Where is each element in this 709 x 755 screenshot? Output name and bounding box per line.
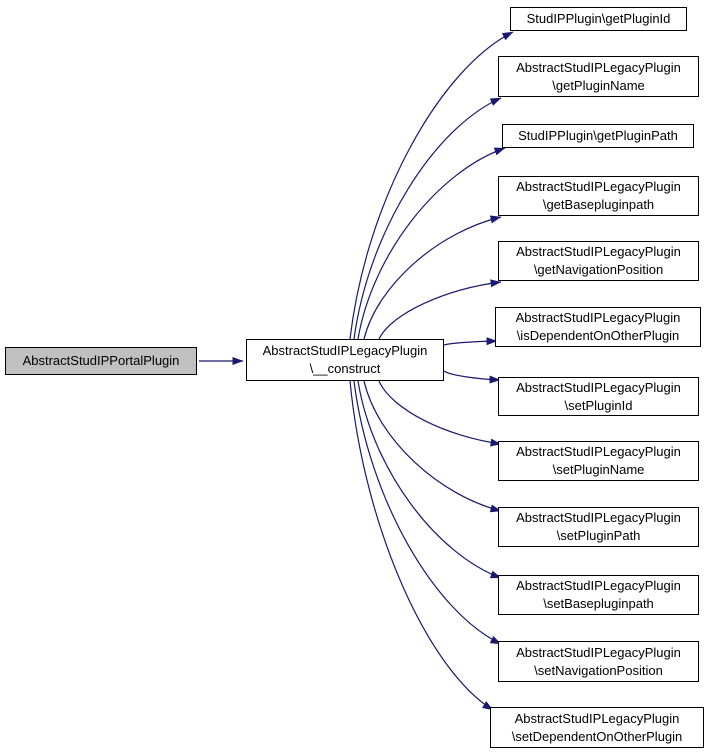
node-label-line2: \__construct	[309, 361, 381, 376]
node-label-line1: StudIPPlugin\getPluginId	[526, 11, 671, 26]
node-label-line2: \setPluginPath	[556, 528, 641, 543]
node-setpluginpath[interactable]: AbstractStudIPLegacyPlugin \setPluginPath	[498, 507, 699, 547]
call-edge	[443, 370, 501, 384]
node-label-line1: AbstractStudIPLegacyPlugin	[516, 244, 681, 259]
node-label-line1: AbstractStudIPLegacyPlugin	[516, 644, 681, 660]
node-label-line2: \getBasepluginpath	[542, 197, 655, 212]
node-label-line2: \setNavigationPosition	[534, 662, 663, 678]
node-studipplugingetpluginid[interactable]: StudIPPlugin\getPluginId	[510, 7, 687, 31]
node-label-line1: AbstractStudIPLegacyPlugin	[262, 343, 428, 358]
call-edge	[353, 380, 502, 645]
call-edge	[353, 97, 502, 340]
node-getbasepluginpath[interactable]: AbstractStudIPLegacyPlugin \getBaseplugin…	[498, 176, 699, 216]
node-label-line1: AbstractStudIPLegacyPlugin	[516, 179, 681, 194]
call-edge	[443, 337, 498, 346]
node-studipplugingetpluginpath[interactable]: StudIPPlugin\getPluginPath	[502, 124, 694, 148]
node-label-line1: AbstractStudIPLegacyPlugin	[514, 710, 680, 726]
node-setnavigationposition[interactable]: AbstractStudIPLegacyPlugin \setNavigation…	[498, 641, 699, 682]
node-label-line1: AbstractStudIPLegacyPlugin	[516, 59, 681, 75]
node-label-line2: \setBasepluginpath	[543, 596, 654, 611]
call-edge	[357, 147, 506, 340]
call-edge	[363, 380, 502, 513]
node-label-line1: AbstractStudIPLegacyPlugin	[515, 310, 681, 325]
node-label-line1: StudIPPlugin\getPluginPath	[518, 128, 678, 143]
node-getpluginname[interactable]: AbstractStudIPLegacyPlugin \getPluginName	[498, 56, 699, 97]
node-getnavigationposition[interactable]: AbstractStudIPLegacyPlugin \getNavigation…	[498, 241, 699, 281]
node-label-line1: AbstractStudIPLegacyPlugin	[516, 444, 681, 459]
node-label-line2: \setPluginId	[564, 397, 633, 413]
call-edge	[378, 279, 502, 340]
call-edge	[363, 215, 502, 340]
call-edge	[349, 31, 514, 340]
node-label-line1: AbstractStudIPLegacyPlugin	[516, 510, 681, 525]
node-setpluginname[interactable]: AbstractStudIPLegacyPlugin \setPluginName	[498, 441, 699, 481]
call-edge	[349, 380, 494, 711]
node-setbasepluginpath[interactable]: AbstractStudIPLegacyPlugin \setBaseplugin…	[498, 575, 699, 615]
node-label-line2: \setPluginName	[552, 462, 645, 477]
node-isdependentonotherplugin[interactable]: AbstractStudIPLegacyPlugin \isDependentOn…	[495, 307, 701, 347]
node-label-line2: \isDependentOnOtherPlugin	[516, 328, 680, 343]
node-label-line1: AbstractStudIPLegacyPlugin	[516, 578, 681, 593]
node-label-line2: \getPluginName	[552, 77, 645, 93]
call-edge	[357, 380, 502, 579]
node-setdependentonotherplugin[interactable]: AbstractStudIPLegacyPlugin \setDependentO…	[490, 707, 704, 748]
node-label-line1: AbstractStudIPLegacyPlugin	[516, 379, 681, 395]
call-edge	[378, 380, 502, 447]
node-abstract-studip-legacy-plugin-construct[interactable]: AbstractStudIPLegacyPlugin \__construct	[246, 339, 444, 381]
node-setpluginid[interactable]: AbstractStudIPLegacyPlugin \setPluginId	[498, 377, 699, 416]
node-label-line2: \getNavigationPosition	[533, 262, 664, 277]
node-label-line1: AbstractStudIPPortalPlugin	[22, 353, 180, 368]
node-label-line2: \setDependentOnOtherPlugin	[511, 728, 683, 744]
node-abstract-studip-portal-plugin[interactable]: AbstractStudIPPortalPlugin	[5, 347, 197, 375]
